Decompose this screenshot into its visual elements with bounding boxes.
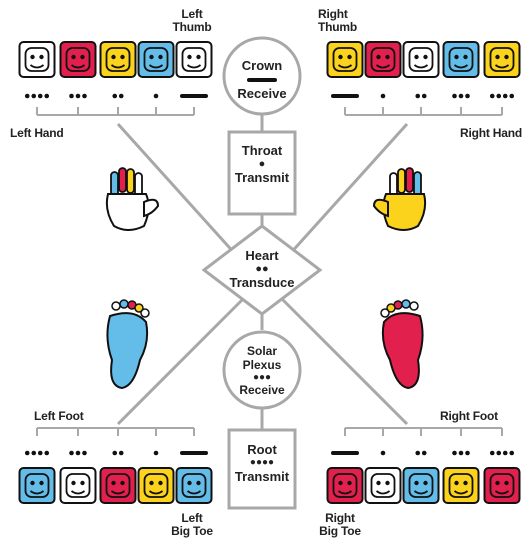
connector-lines [36, 104, 503, 436]
right-foot-label: Right Foot [440, 409, 498, 423]
throat-node-text: Throat ● Transmit [229, 143, 295, 185]
solar-plexus-node [222, 330, 302, 410]
left-foot-label: Left Foot [34, 409, 84, 423]
chakra-nodes [201, 36, 323, 510]
sun-glyph-icon [137, 467, 175, 504]
connector-line [116, 122, 248, 268]
number-marker [69, 93, 87, 99]
left-foot-icon [106, 299, 150, 390]
crown-bar [247, 78, 277, 82]
skywalker-glyph-icon [99, 467, 137, 504]
number-marker [180, 94, 208, 98]
glyph-rows [18, 41, 521, 504]
number-marker [331, 94, 359, 98]
number-marker [24, 93, 50, 99]
left-hand-bracket [36, 107, 195, 116]
right-hand-icon [372, 167, 427, 231]
number-marker [24, 450, 50, 456]
dragon-glyph-icon [326, 467, 364, 504]
crown-node-text: Crown Receive [237, 58, 287, 101]
left-hand-glyph-row [18, 41, 213, 99]
eagle-glyph-icon [137, 41, 175, 78]
warrior-glyph-icon [326, 41, 364, 78]
left-hand-icon [105, 167, 160, 231]
serpent-glyph-icon [483, 467, 521, 504]
star-glyph-icon [402, 467, 440, 504]
number-marker [180, 451, 208, 455]
number-marker [69, 450, 87, 456]
left-hand-label: Left Hand [10, 126, 64, 140]
seed-glyph-icon [99, 41, 137, 78]
right-hand-glyph-row [326, 41, 521, 99]
number-marker [380, 93, 386, 99]
right-foot-glyph-row [326, 450, 521, 504]
number-marker [489, 93, 515, 99]
number-marker [415, 93, 427, 99]
heart-dots: ●● [255, 263, 269, 275]
mirror-glyph-icon [175, 41, 213, 78]
connector-line [277, 294, 409, 426]
number-marker [112, 450, 124, 456]
right-foot-bracket [344, 427, 503, 436]
number-marker [380, 450, 386, 456]
world-bridger-glyph-icon [364, 467, 402, 504]
number-marker [489, 450, 515, 456]
night-glyph-icon [59, 41, 97, 78]
right-hand-bracket [344, 107, 503, 116]
dog-glyph-icon [402, 41, 440, 78]
connector-line [277, 122, 409, 268]
hand-glyph-icon [442, 41, 480, 78]
number-marker [452, 450, 470, 456]
crown-node [222, 36, 302, 116]
heart-node-text: Heart ●● Transduce [222, 248, 302, 290]
throat-dots: ● [258, 158, 266, 170]
right-foot-icon [380, 299, 424, 390]
limb-icons [105, 167, 427, 390]
throat-node [227, 130, 297, 216]
solar-node-text: Solar Plexus ●●● Receive [225, 344, 299, 397]
number-marker [331, 451, 359, 455]
left-foot-bracket [36, 427, 195, 436]
star-seed-glyph-icon [442, 467, 480, 504]
right-hand-label: Right Hand [460, 126, 522, 140]
root-dots: ●●●● [249, 457, 275, 468]
left-foot-glyph-row [18, 450, 213, 504]
number-marker [452, 93, 470, 99]
connector-line [116, 294, 248, 426]
number-marker [112, 93, 124, 99]
wind-glyph-icon [18, 41, 56, 78]
number-marker [415, 450, 427, 456]
storm-glyph-icon [18, 467, 56, 504]
monkey-glyph-icon [175, 467, 213, 504]
root-node-text: Root ●●●● Transmit [229, 442, 295, 484]
earth-glyph-icon [364, 41, 402, 78]
wizard-glyph-icon [59, 467, 97, 504]
number-marker [153, 93, 159, 99]
root-node [227, 428, 297, 510]
human-glyph-icon [483, 41, 521, 78]
solar-dots: ●●● [252, 372, 272, 383]
heart-node [201, 224, 323, 316]
number-marker [153, 450, 159, 456]
